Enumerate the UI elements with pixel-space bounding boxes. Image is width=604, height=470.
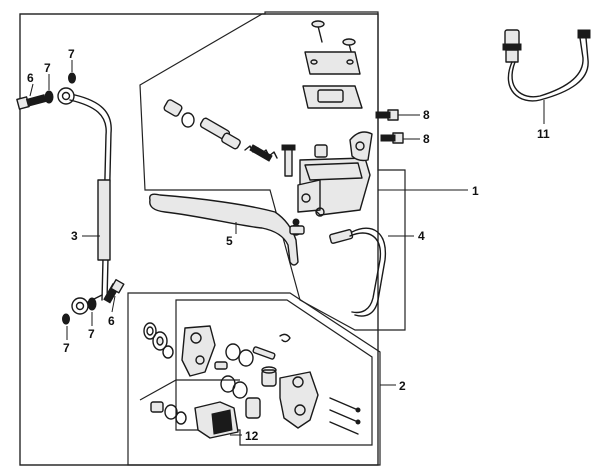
leader-6b <box>111 295 116 313</box>
caliper-inner-frame <box>175 299 373 446</box>
reservoir-cap-screws <box>311 20 356 56</box>
washer-7-lower-a <box>87 297 97 311</box>
caliper-bolts <box>329 397 361 435</box>
clamp-bolt-8-upper <box>375 109 399 121</box>
handlebar-clamp <box>349 131 373 162</box>
banjo-bolt-upper <box>16 94 47 110</box>
caliper-split-line <box>139 379 240 401</box>
callout-1: 1 <box>472 184 479 198</box>
callout-7c: 7 <box>88 327 95 341</box>
callout-12: 12 <box>245 429 259 443</box>
clamp-bolt-8-lower <box>380 132 404 144</box>
piston-kit <box>163 99 278 162</box>
caliper-pins <box>214 333 291 387</box>
washer-7-lower-b <box>62 313 70 325</box>
brake-light-switch <box>329 227 387 317</box>
reservoir-diaphragm <box>302 85 363 109</box>
brake-lever <box>149 193 305 266</box>
callout-11: 11 <box>537 127 550 141</box>
callout-7a: 7 <box>44 61 51 75</box>
callout-8b: 8 <box>423 132 430 146</box>
lever-pivot-bolt-head <box>281 144 296 151</box>
callout-7d: 7 <box>63 341 70 355</box>
brake-hose <box>57 87 112 315</box>
caliper-outer-frame <box>127 292 381 466</box>
caliper-bracket <box>279 371 319 429</box>
callout-8a: 8 <box>423 108 430 122</box>
caliper-piston-seals <box>220 343 254 399</box>
callout-5: 5 <box>226 234 233 248</box>
leader-6a <box>29 83 34 97</box>
washer-7-upper-b <box>68 72 76 84</box>
callout-6a: 6 <box>27 71 34 85</box>
washer-7-upper-a <box>44 90 54 104</box>
callout-7b: 7 <box>68 47 75 61</box>
callout-6b: 6 <box>108 314 115 328</box>
caliper-boots <box>150 401 187 425</box>
caliper-seals <box>143 322 174 359</box>
master-cylinder-frame <box>139 13 406 331</box>
lever-pivot-bolt <box>284 147 293 177</box>
caliper-body <box>181 325 216 377</box>
callout-4: 4 <box>418 229 425 243</box>
banjo-bolt-lower <box>103 278 125 304</box>
brake-pads <box>194 397 261 439</box>
callout-2: 2 <box>399 379 406 393</box>
brake-switch-cable <box>502 29 591 102</box>
reservoir-cap <box>304 51 361 75</box>
callout-3: 3 <box>71 229 78 243</box>
